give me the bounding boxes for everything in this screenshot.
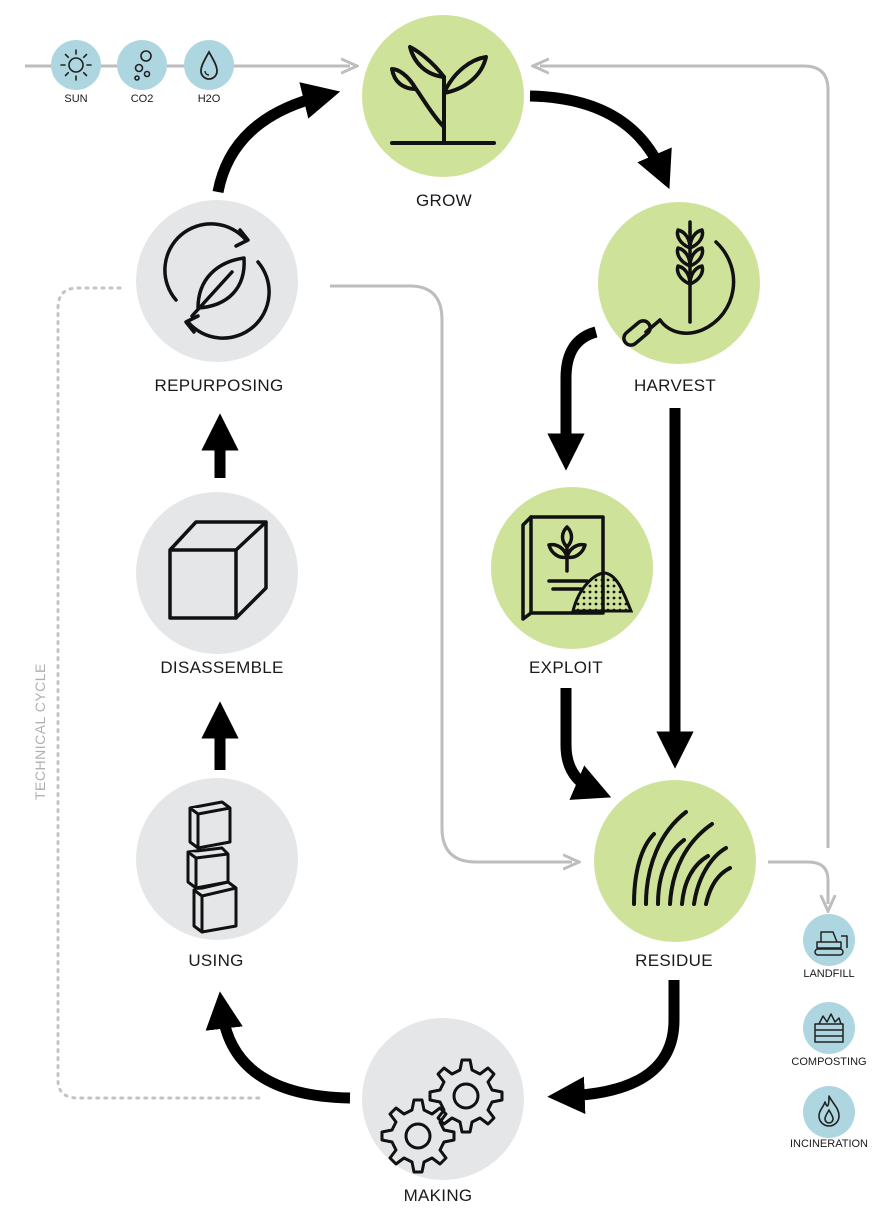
gears-icon <box>380 1058 504 1174</box>
water-drop-icon <box>200 50 218 80</box>
input-node-sun <box>51 40 101 90</box>
stage-label-grow: GROW <box>416 191 472 210</box>
stacked-cubes-icon <box>186 800 238 934</box>
stage-node-exploit <box>491 487 653 649</box>
grow-to-harvest-arrow <box>529 90 672 190</box>
compost-bin-icon <box>814 1013 844 1043</box>
technical-cycle-label: TECHNICAL CYCLE <box>32 663 48 800</box>
sickle-wheat-icon <box>622 220 736 347</box>
input-node-co2 <box>117 40 167 90</box>
stage-node-making <box>362 1018 524 1180</box>
stage-node-using <box>136 778 298 940</box>
stage-label-using: USING <box>188 951 244 970</box>
stage-label-disassemble: DISASSEMBLE <box>160 658 284 677</box>
repurposing-to-grow-arrow <box>212 82 341 194</box>
stage-label-harvest: HARVEST <box>633 376 717 395</box>
stage-node-harvest <box>598 202 760 364</box>
harvest-to-exploit-arrow <box>547 326 598 471</box>
stage-node-grow <box>362 15 524 177</box>
disposal-label-composting: COMPOSTING <box>791 1056 867 1068</box>
bulldozer-icon <box>814 931 848 956</box>
disposal-node-composting <box>803 1002 855 1054</box>
making-to-using-arrow <box>205 991 351 1104</box>
stage-label-repurposing: REPURPOSING <box>154 376 284 395</box>
disposal-label-landfill: LANDFILL <box>803 968 855 980</box>
input-label-sun: SUN <box>64 93 88 105</box>
sun-icon <box>60 49 92 81</box>
cube-icon <box>168 520 268 620</box>
residue-to-disposal-arrow <box>768 860 828 904</box>
recycle-leaf-icon <box>163 222 271 340</box>
stage-label-exploit: EXPLOIT <box>529 658 603 677</box>
stage-label-residue: RESIDUE <box>635 951 713 970</box>
technical-cycle-dotted-line <box>56 286 262 1100</box>
stage-node-residue <box>594 780 756 942</box>
stage-node-disassemble <box>136 492 298 654</box>
input-node-h2o <box>184 40 234 90</box>
sprout-icon <box>390 45 496 145</box>
grass-icon <box>632 810 732 906</box>
residue-return-arrow <box>540 66 830 848</box>
stage-node-repurposing <box>136 200 298 362</box>
residue-to-making-arrow <box>547 980 680 1114</box>
seed-pack-icon <box>521 515 634 621</box>
disposal-node-landfill <box>803 914 855 966</box>
repurposing-to-residue-arrow <box>330 284 572 862</box>
bubbles-icon <box>134 50 152 81</box>
input-label-h2o: H2O <box>197 93 221 105</box>
exploit-to-residue-arrow <box>560 688 612 800</box>
disposal-node-incineration <box>803 1086 855 1138</box>
stage-label-making: MAKING <box>403 1186 473 1205</box>
input-label-co2: CO2 <box>130 93 154 105</box>
disposal-label-incineration: INCINERATION <box>789 1138 869 1150</box>
flame-icon <box>818 1095 840 1127</box>
